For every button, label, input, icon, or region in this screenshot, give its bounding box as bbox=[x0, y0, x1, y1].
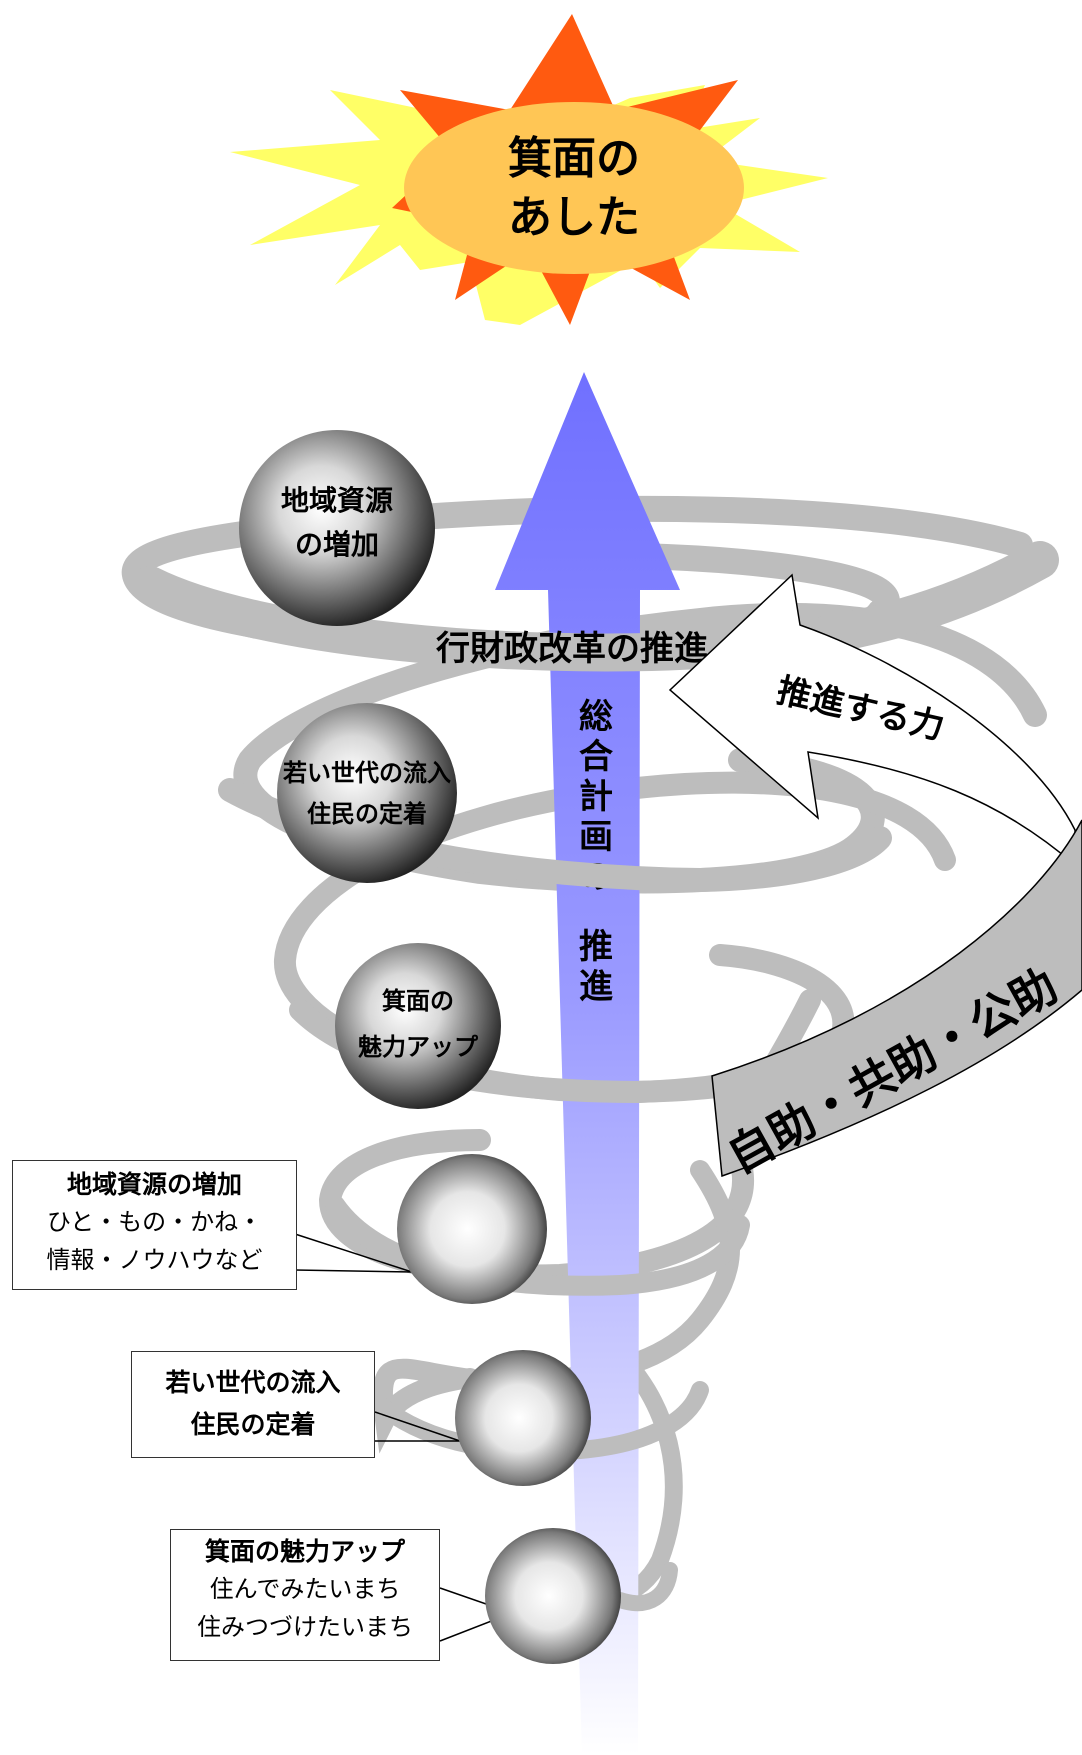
spiral-band-1-front bbox=[131, 541, 1059, 672]
goal-title-line1: 箕面の bbox=[508, 133, 640, 184]
sphere-label-line1: 地域資源 bbox=[281, 484, 393, 517]
lower-sphere-1 bbox=[294, 1154, 547, 1304]
spiral-band-4-front bbox=[325, 1195, 750, 1296]
arrow-label-char-3: 計 bbox=[579, 777, 613, 817]
sphere-ball bbox=[277, 703, 457, 883]
sphere-label-line2: 魅力アップ bbox=[358, 1033, 479, 1061]
center-arrow-label: 総 合 計 画 の 推 進 bbox=[579, 697, 613, 1007]
leader-line bbox=[294, 1233, 413, 1273]
sphere-ball bbox=[455, 1350, 591, 1486]
arrow-label-char-6: 推 bbox=[579, 927, 613, 967]
callout-title: 若い世代の流入 bbox=[165, 1368, 341, 1397]
spiral-band-6-front bbox=[612, 1562, 678, 1612]
callout-line: 住んでみたいまち bbox=[209, 1575, 401, 1603]
arrow-label-char-7: 進 bbox=[579, 967, 613, 1007]
band-label: 行財政改革の推進 bbox=[436, 629, 708, 669]
arrow-label-char-1: 総 bbox=[579, 697, 613, 737]
goal-sun: 箕面の あした bbox=[230, 14, 828, 325]
support-banner-shape bbox=[711, 819, 1082, 1178]
goal-title-line2: あした bbox=[508, 192, 640, 243]
lower-sphere-3 bbox=[439, 1528, 621, 1664]
lower-sphere-2 bbox=[374, 1350, 591, 1486]
callout-line: 住みつづけたいまち bbox=[197, 1613, 413, 1641]
callout-title: 箕面の魅力アップ bbox=[204, 1537, 405, 1566]
sphere-label-line1: 若い世代の流入 bbox=[282, 759, 451, 787]
arrow-label-char-2: 合 bbox=[579, 737, 613, 777]
callout-title: 地域資源の増加 bbox=[66, 1170, 242, 1199]
goal-ellipse bbox=[404, 102, 744, 274]
sphere-ball bbox=[485, 1528, 621, 1664]
callout-line: ひと・もの・かね・ bbox=[46, 1208, 263, 1236]
callout-attractiveness: 箕面の魅力アップ 住んでみたいまち 住みつづけたいまち bbox=[170, 1529, 440, 1661]
sphere-ball bbox=[397, 1154, 547, 1304]
leader-line bbox=[374, 1411, 461, 1442]
sphere-label-line2: 住民の定着 bbox=[307, 800, 427, 828]
callout-line: 情報・ノウハウなど bbox=[46, 1246, 263, 1274]
sphere-label-line2: の増加 bbox=[295, 528, 379, 561]
arrow-label-char-4: 画 bbox=[579, 817, 613, 857]
center-arrow-shape bbox=[495, 372, 680, 1755]
sphere-label-line1: 箕面の bbox=[382, 987, 454, 1015]
callout-regional-resources: 地域資源の増加 ひと・もの・かね・ 情報・ノウハウなど bbox=[12, 1160, 297, 1290]
sphere-ball bbox=[239, 430, 435, 626]
callout-young-generation: 若い世代の流入 住民の定着 bbox=[131, 1351, 375, 1458]
upper-sphere-1: 地域資源 の増加 bbox=[239, 430, 435, 626]
upper-sphere-3: 箕面の 魅力アップ bbox=[335, 943, 501, 1109]
leader-line bbox=[294, 1269, 413, 1273]
callout-line: 住民の定着 bbox=[190, 1410, 316, 1439]
sphere-ball bbox=[335, 943, 501, 1109]
upper-sphere-2: 若い世代の流入 住民の定着 bbox=[277, 703, 457, 883]
